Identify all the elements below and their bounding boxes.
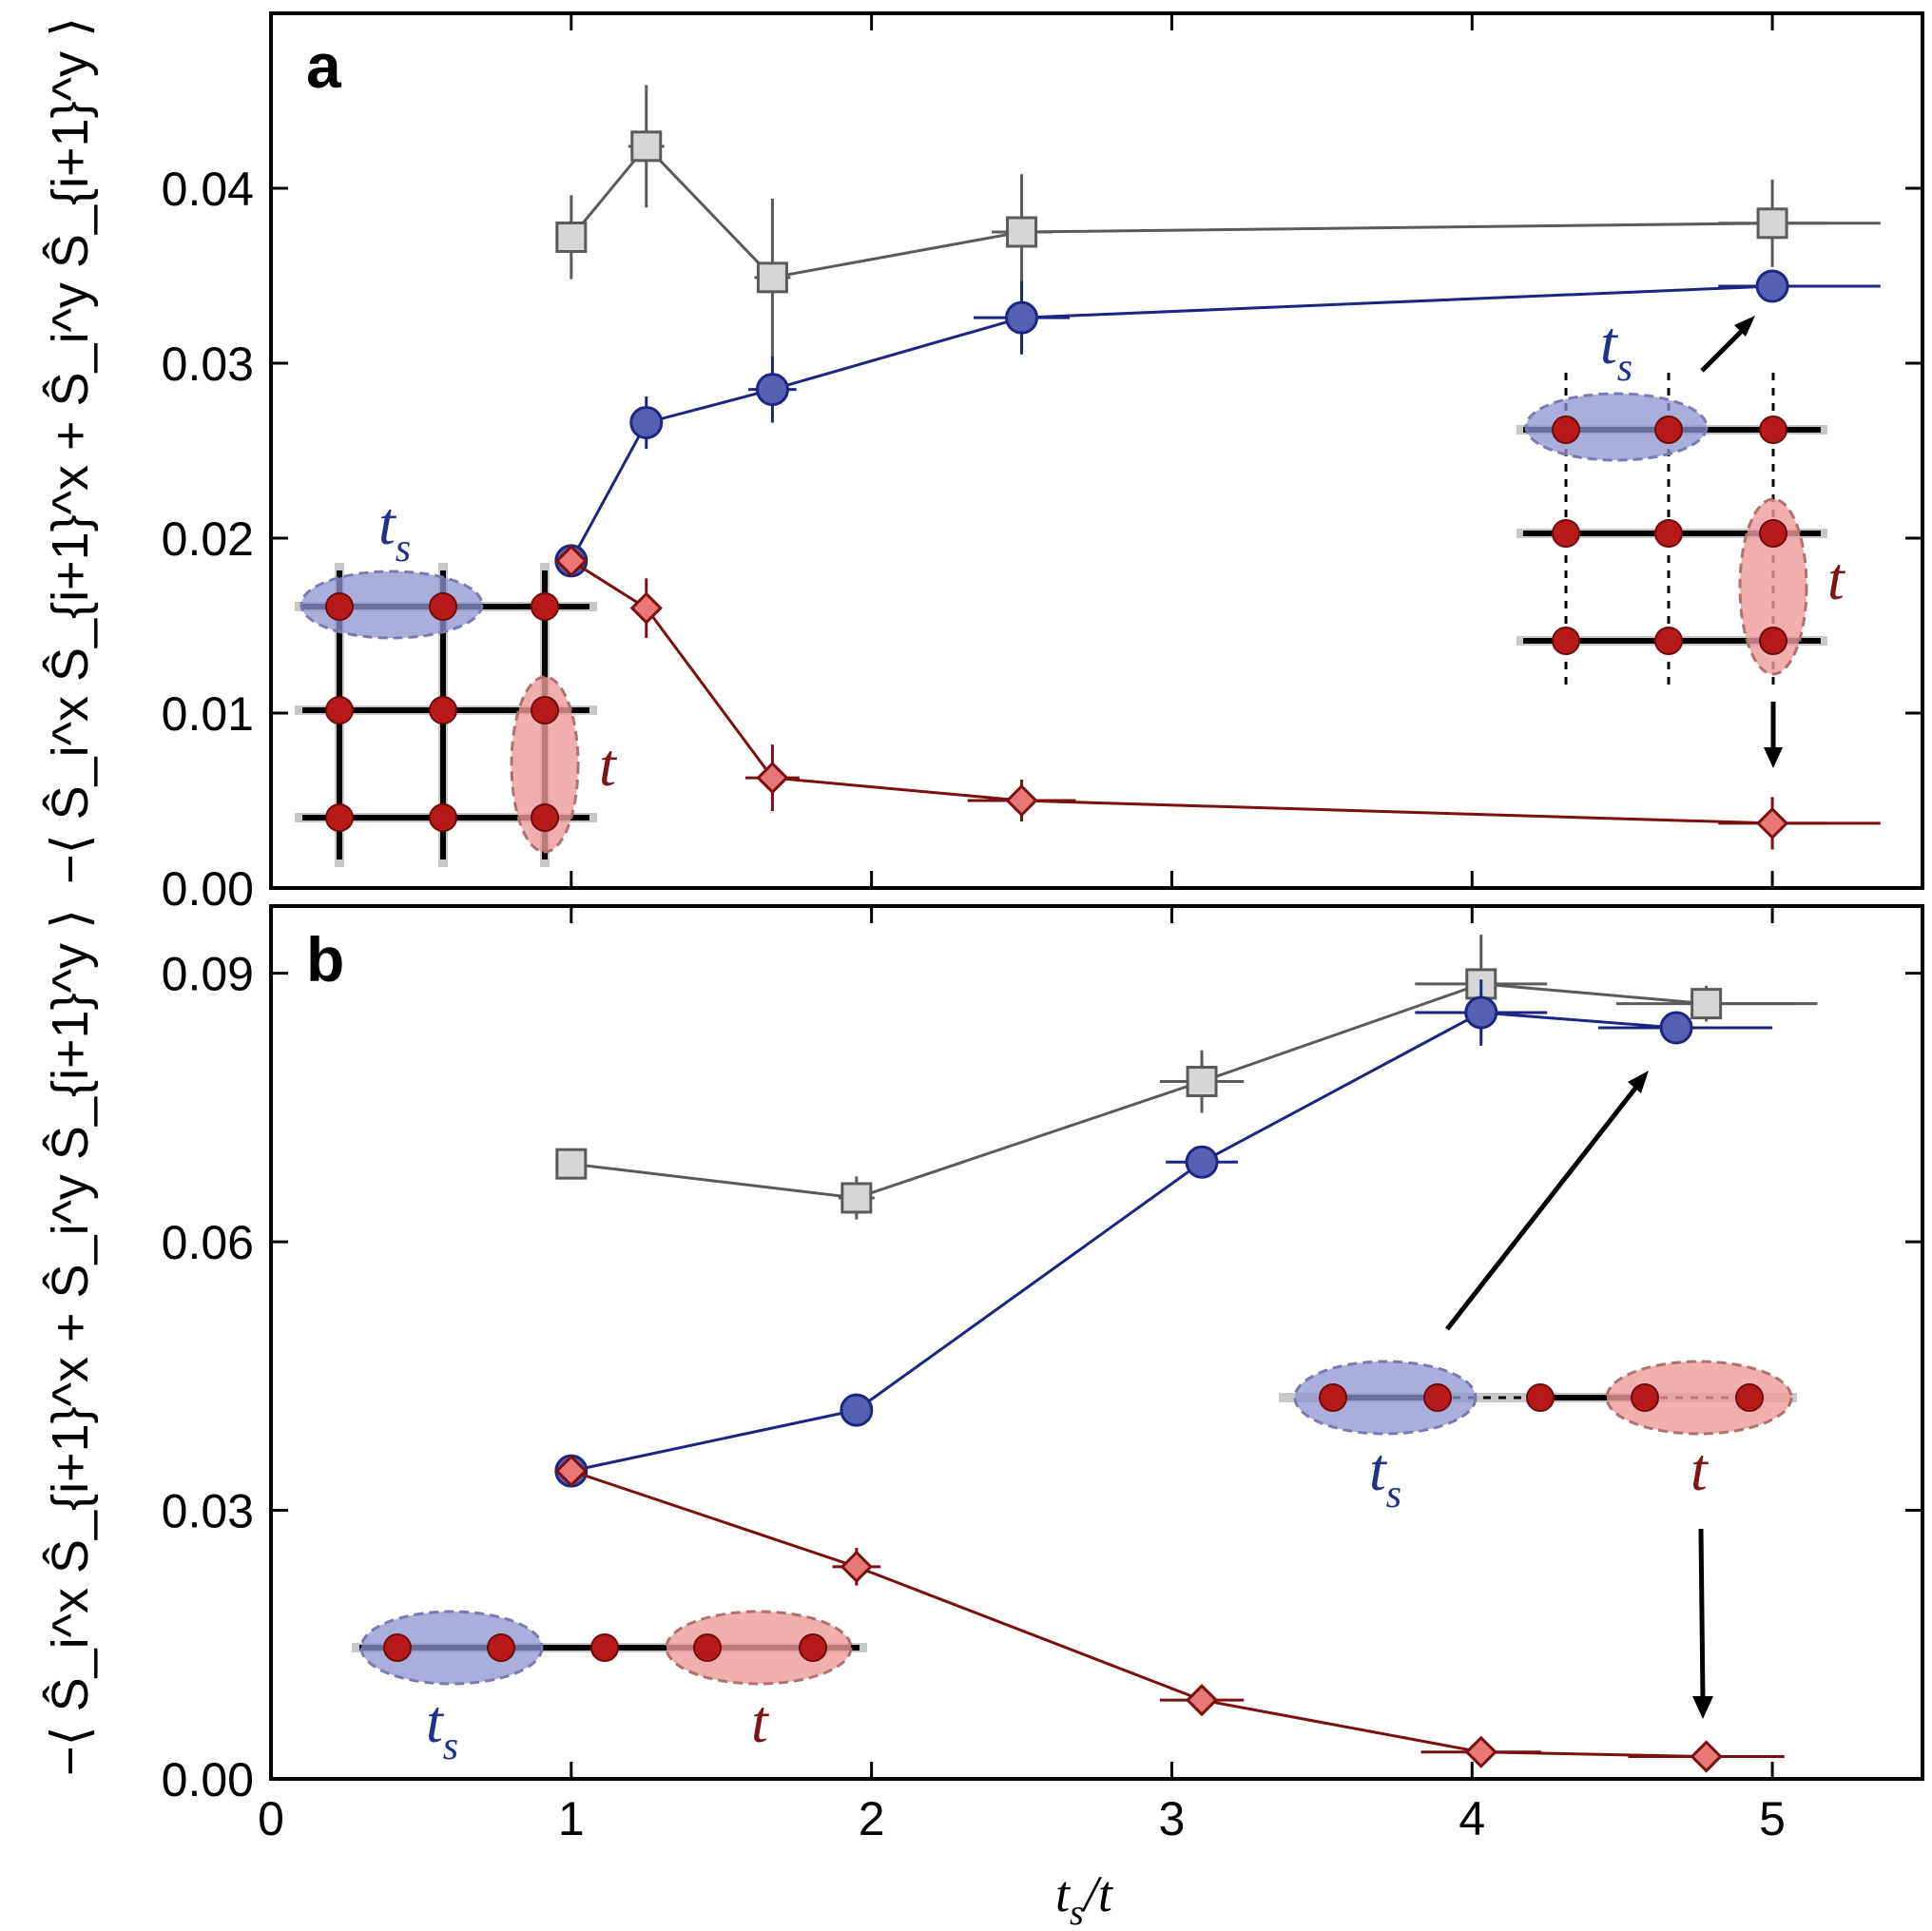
y-tick-label: 0.00 [162,862,254,916]
panel-a-frame [269,11,1924,890]
data-point-diamond [629,591,663,625]
y-axis-label-a: −⟨ Ŝ_i^x Ŝ_{i+1}^x + Ŝ_i^y Ŝ_{i+1}^y ⟩ [42,17,99,884]
ts-label-b-right: ts [1369,1436,1401,1516]
x-ticks: 0 1 2 3 4 5 [258,1792,1786,1845]
data-point-square [756,261,788,294]
panel-a-data [554,85,1881,850]
t-label-b-right: t [1690,1436,1710,1503]
data-point-circle [629,406,664,440]
y-tick-label: 0.06 [162,1216,254,1269]
data-point-square [1186,1066,1218,1098]
data-point-square [630,130,663,163]
data-point-square [1006,216,1038,248]
x-tick-label: 2 [859,1792,885,1845]
panel-b-frame [269,904,1924,1781]
x-axis-label: ts/t [1055,1865,1114,1931]
data-point-diamond [840,1550,873,1583]
x-tick-label: 1 [558,1792,585,1845]
arrow-b-up [1445,1084,1639,1331]
ts-bond-ellipse [299,570,484,640]
chain-inset-a-right: ts t [1517,309,1846,768]
arrow-b-down [1698,1528,1706,1701]
y-tick-label: 0.01 [162,687,254,741]
data-point-square [840,1182,873,1214]
data-point-diamond [1005,783,1038,818]
t-label-b-left: t [751,1688,770,1755]
ts-label-b-left: ts [426,1688,458,1768]
y-tick-label: 0.09 [162,948,254,1001]
data-point-square [555,222,588,254]
t-bond-ellipse [510,675,580,854]
series-line-square [570,144,1881,280]
data-point-diamond [1755,806,1789,840]
data-point-circle [840,1393,874,1427]
x-tick-label: 5 [1759,1792,1786,1845]
data-point-square [555,1148,588,1180]
panel-b-data [554,935,1818,1773]
panel-a-label: a [306,30,342,101]
data-point-diamond [1690,1740,1723,1773]
y-tick-label: 0.03 [162,1485,254,1538]
ts-label-a-left: ts [378,490,411,570]
x-tick-label: 3 [1159,1792,1186,1845]
data-point-diamond [554,544,588,578]
y-tick-label: 0.02 [162,512,254,566]
data-point-circle [1659,1011,1693,1045]
data-point-circle [1005,300,1039,335]
y-tick-label: 0.00 [162,1753,254,1806]
panel-b-label: b [306,924,344,994]
y-tick-label: 0.04 [162,163,254,216]
data-point-diamond [554,1454,588,1488]
data-point-square [1756,207,1788,240]
arrow-a-up [1700,325,1748,373]
x-tick-label: 4 [1459,1792,1485,1845]
data-point-diamond [1464,1735,1497,1768]
t-label-a-right: t [1827,545,1846,612]
chain-inset-b-right: ts t [1279,1071,1797,1719]
data-point-circle [755,373,789,407]
data-point-diamond [1185,1684,1219,1717]
panel-b-ticks: 0.00 0.03 0.06 0.09 [162,906,1922,1806]
panel-a-ticks: 0.00 0.01 0.02 0.03 0.04 [162,13,1922,916]
t-label-a-left: t [599,731,618,799]
data-point-circle [1755,269,1789,303]
y-axis-label-b: −⟨ Ŝ_i^x Ŝ_{i+1}^x + Ŝ_i^y Ŝ_{i+1}^y ⟩ [42,909,99,1776]
data-point-circle [1464,995,1498,1030]
y-tick-label: 0.03 [162,338,254,391]
ts-label-a-right: ts [1600,309,1633,390]
lattice-inset-a-left: ts t [295,490,618,867]
data-point-circle [1185,1145,1219,1179]
x-tick-label: 0 [258,1792,284,1845]
data-point-diamond [756,761,789,795]
chain-inset-b-left: ts t [352,1610,867,1768]
data-point-square [1690,988,1723,1020]
